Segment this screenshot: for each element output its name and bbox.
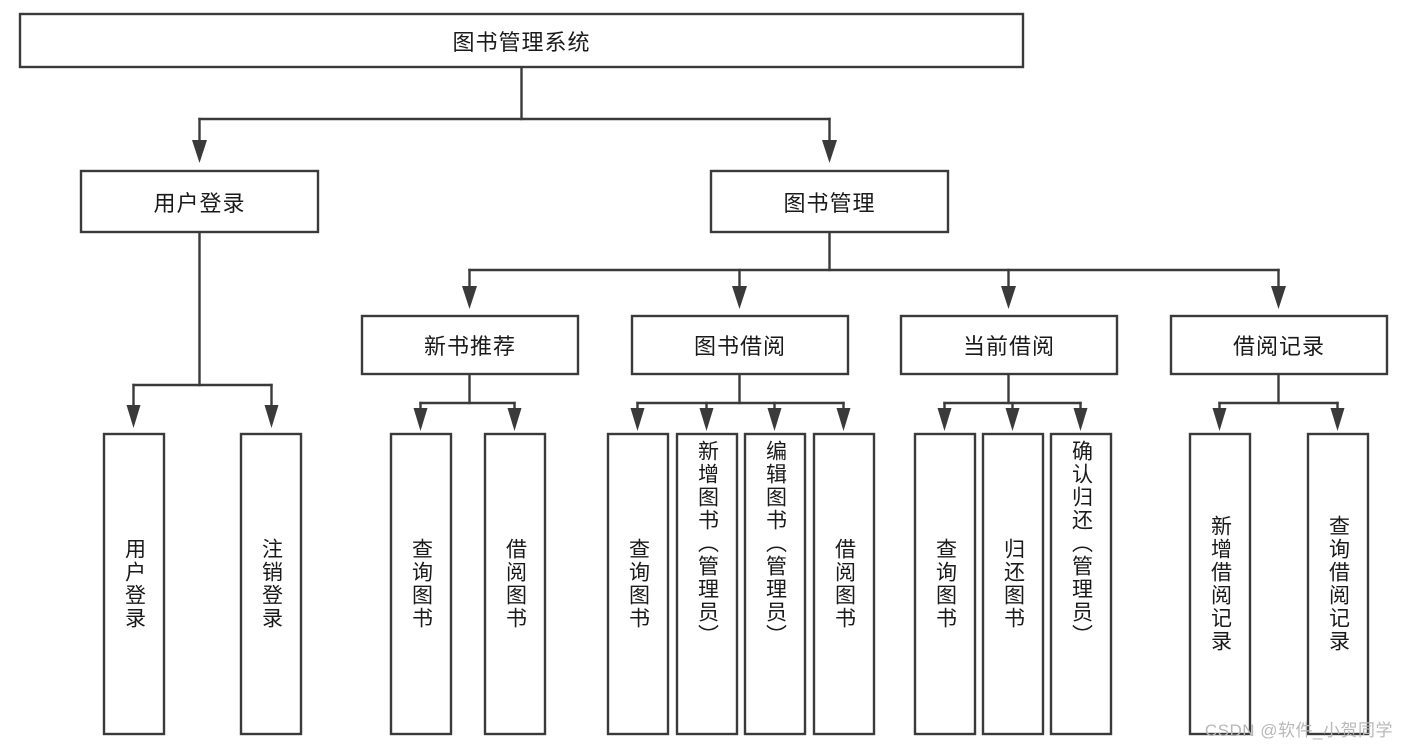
arrowhead-leaf-edit-book [767,408,782,431]
edge-group-current-borrow [937,372,1088,431]
node-box-book-borrow[interactable] [630,314,850,376]
leaf-box-9[interactable] [981,432,1045,736]
leaf-box-10[interactable] [1049,432,1113,736]
node-box-root[interactable] [18,12,1025,69]
leaf-box-4[interactable] [606,432,670,736]
arrowhead-book-mgmt [822,140,837,163]
arrowhead-leaf-query-book-3 [937,408,952,431]
leaf-box-0[interactable] [102,432,166,736]
node-box-current-borrow[interactable] [899,314,1119,376]
arrowhead-leaf-return-book [1005,408,1020,431]
edge-group-root [192,65,837,163]
arrowhead-leaf-query-record [1330,408,1345,431]
leaf-box-11[interactable] [1188,432,1252,736]
arrowhead-leaf-query-book-1 [413,408,428,431]
leaf-box-7[interactable] [812,432,876,736]
arrowhead-leaf-query-book-2 [630,408,645,431]
edge-group-user-login [126,230,279,428]
arrowhead-leaf-add-book [699,408,714,431]
edge-group-new-book [413,372,522,431]
leaf-box-6[interactable] [743,432,807,736]
arrowhead-leaf-confirm-return [1073,408,1088,431]
arrowhead-user-login [192,140,207,163]
edge-group-book-borrow [630,372,851,431]
arrowhead-newbook [462,286,477,309]
arrowhead-leaf-user-login [126,405,141,428]
node-box-user-login[interactable] [79,169,320,234]
arrowhead-records [1271,286,1286,309]
node-box-new-book-recommend[interactable] [360,314,580,376]
arrowhead-borrow [732,286,747,309]
leaf-box-3[interactable] [483,432,547,736]
leaf-box-1[interactable] [239,432,303,736]
arrowhead-leaf-logout [264,405,279,428]
leaf-box-12[interactable] [1306,432,1370,736]
arrowhead-current [1001,286,1016,309]
node-box-book-management[interactable] [709,169,950,234]
leaf-box-5[interactable] [675,432,739,736]
edge-group-borrow-records [1212,372,1345,431]
arrowhead-leaf-borrow-book-2 [836,408,851,431]
arrowhead-leaf-add-record [1212,408,1227,431]
leaf-box-8[interactable] [913,432,977,736]
leaf-box-2[interactable] [389,432,453,736]
csdn-watermark: CSDN @软件_小贺同学 [1204,721,1393,740]
edge-group-book-mgmt [462,230,1286,309]
arrowhead-leaf-borrow-book-1 [507,408,522,431]
node-box-borrow-records[interactable] [1169,314,1389,376]
